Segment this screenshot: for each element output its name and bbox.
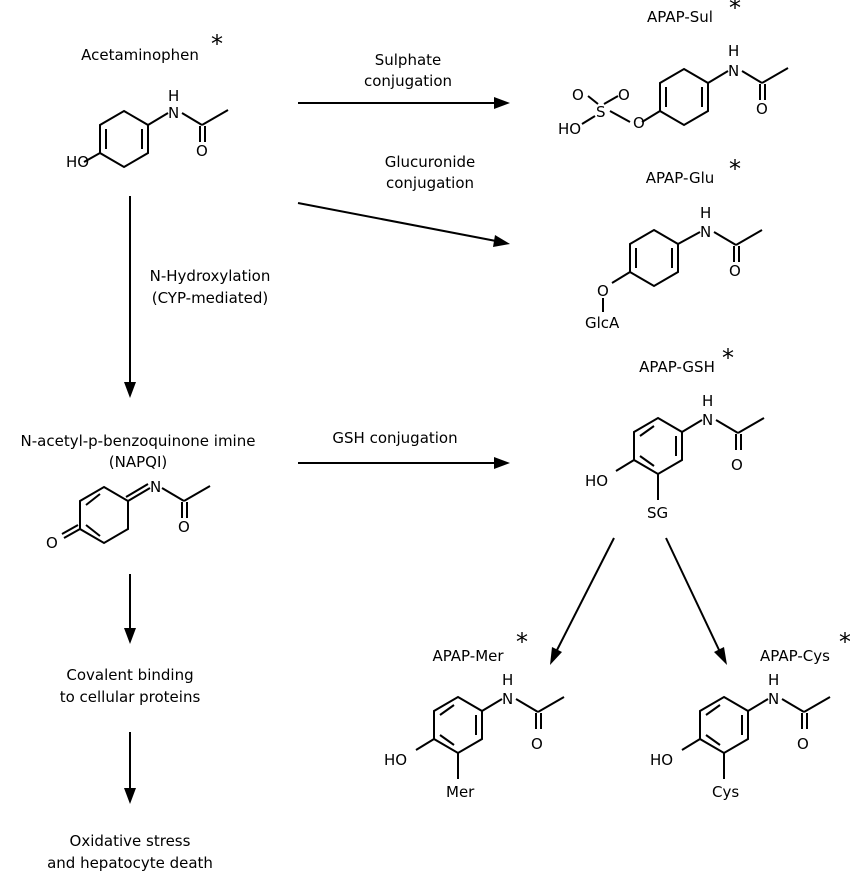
- apap-cys-ho: HO: [650, 751, 673, 769]
- hydroxylation-label-2: (CYP-mediated): [152, 289, 269, 307]
- apap-glu-glca: GlcA: [585, 314, 620, 332]
- apap-sul-s: S: [596, 103, 606, 121]
- apap-glu-structure: APAP-Glu * N H O O GlcA: [585, 155, 763, 332]
- napqi-label-2: (NAPQI): [109, 453, 167, 471]
- binding-arrow: [124, 574, 136, 644]
- apap-mer-structure: APAP-Mer * N H O HO Mer: [384, 628, 565, 801]
- stress-arrow: [124, 732, 136, 804]
- hydroxylation-label-1: N-Hydroxylation: [150, 267, 271, 285]
- apap-cys-star: *: [839, 628, 850, 656]
- apap-sul-n: N: [728, 62, 739, 80]
- apap-mer-sub: Mer: [446, 783, 475, 801]
- acetaminophen-ho: HO: [66, 153, 89, 171]
- apap-cys-sub: Cys: [712, 783, 739, 801]
- apap-sul-ho: HO: [558, 120, 581, 138]
- hydroxylation-arrow: [124, 196, 136, 398]
- acetaminophen-label: Acetaminophen: [81, 46, 199, 64]
- apap-cys-ring: [699, 695, 749, 755]
- apap-cys-structure: APAP-Cys * N H O HO Cys: [650, 628, 850, 801]
- apap-sul-h: H: [728, 42, 739, 60]
- apap-glu-o-link: O: [597, 282, 609, 300]
- napqi-o-ring: O: [46, 534, 58, 552]
- apap-sul-o-s1: O: [572, 86, 584, 104]
- apap-gsh-star: *: [722, 344, 734, 372]
- glucuronide-label-2: conjugation: [386, 174, 474, 192]
- acetaminophen-structure: Acetaminophen * HO N H O: [66, 30, 229, 171]
- apap-mer-ring: [433, 695, 483, 755]
- acetaminophen-n: N: [168, 104, 179, 122]
- apap-mer-ho: HO: [384, 751, 407, 769]
- mer-arrow: [550, 537, 615, 665]
- apap-sul-o-s2: O: [618, 86, 630, 104]
- apap-gsh-sg: SG: [647, 504, 668, 522]
- apap-gsh-ho: HO: [585, 472, 608, 490]
- apap-gsh-n: N: [702, 411, 713, 429]
- napqi-n: N: [150, 478, 161, 496]
- apap-mer-h: H: [502, 671, 513, 689]
- apap-glu-n: N: [700, 223, 711, 241]
- apap-glu-label: APAP-Glu: [646, 169, 715, 187]
- sulphate-arrow: [298, 97, 510, 109]
- binding-label-1: Covalent binding: [66, 666, 193, 684]
- apap-sul-o-link: O: [633, 114, 645, 132]
- sulphate-label-2: conjugation: [364, 72, 452, 90]
- apap-sul-ring: [659, 67, 709, 127]
- acetaminophen-h: H: [168, 87, 179, 105]
- apap-mer-star: *: [516, 628, 528, 656]
- apap-sul-label: APAP-Sul: [647, 8, 713, 26]
- gsh-arrow: [298, 457, 510, 469]
- apap-sul-o: O: [756, 100, 768, 118]
- benzene-ring: [99, 109, 149, 169]
- apap-cys-h: H: [768, 671, 779, 689]
- apap-gsh-ring: [633, 416, 683, 476]
- napqi-o-acyl: O: [178, 518, 190, 536]
- apap-glu-ring: [629, 228, 679, 288]
- glucuronide-label-1: Glucuronide: [385, 153, 476, 171]
- apap-mer-label: APAP-Mer: [432, 647, 504, 665]
- glucuronide-arrow: [297, 202, 510, 247]
- apap-mer-o: O: [531, 735, 543, 753]
- stress-label-2: and hepatocyte death: [47, 854, 213, 872]
- apap-mer-n: N: [502, 690, 513, 708]
- apap-glu-o: O: [729, 262, 741, 280]
- apap-cys-n: N: [768, 690, 779, 708]
- apap-gsh-o: O: [731, 456, 743, 474]
- stress-label-1: Oxidative stress: [70, 832, 191, 850]
- apap-glu-star: *: [729, 155, 741, 183]
- binding-label-2: to cellular proteins: [60, 688, 201, 706]
- sulphate-label-1: Sulphate: [375, 51, 442, 69]
- apap-cys-o: O: [797, 735, 809, 753]
- napqi-structure: N-acetyl-p-benzoquinone imine (NAPQI) N …: [21, 432, 256, 552]
- acetaminophen-o: O: [196, 142, 208, 160]
- quinone-ring: [79, 485, 129, 545]
- acetaminophen-star: *: [211, 30, 223, 58]
- apap-gsh-label: APAP-GSH: [639, 358, 715, 376]
- cys-arrow: [665, 537, 727, 665]
- apap-cys-label: APAP-Cys: [760, 647, 830, 665]
- apap-gsh-h: H: [702, 392, 713, 410]
- gsh-label: GSH conjugation: [332, 429, 457, 447]
- apap-gsh-structure: APAP-GSH * N H O HO SG: [585, 344, 765, 522]
- apap-glu-h: H: [700, 204, 711, 222]
- apap-sul-star: *: [729, 0, 741, 22]
- napqi-label-1: N-acetyl-p-benzoquinone imine: [21, 432, 256, 450]
- apap-sul-structure: APAP-Sul * N H O O S O O HO: [558, 0, 789, 138]
